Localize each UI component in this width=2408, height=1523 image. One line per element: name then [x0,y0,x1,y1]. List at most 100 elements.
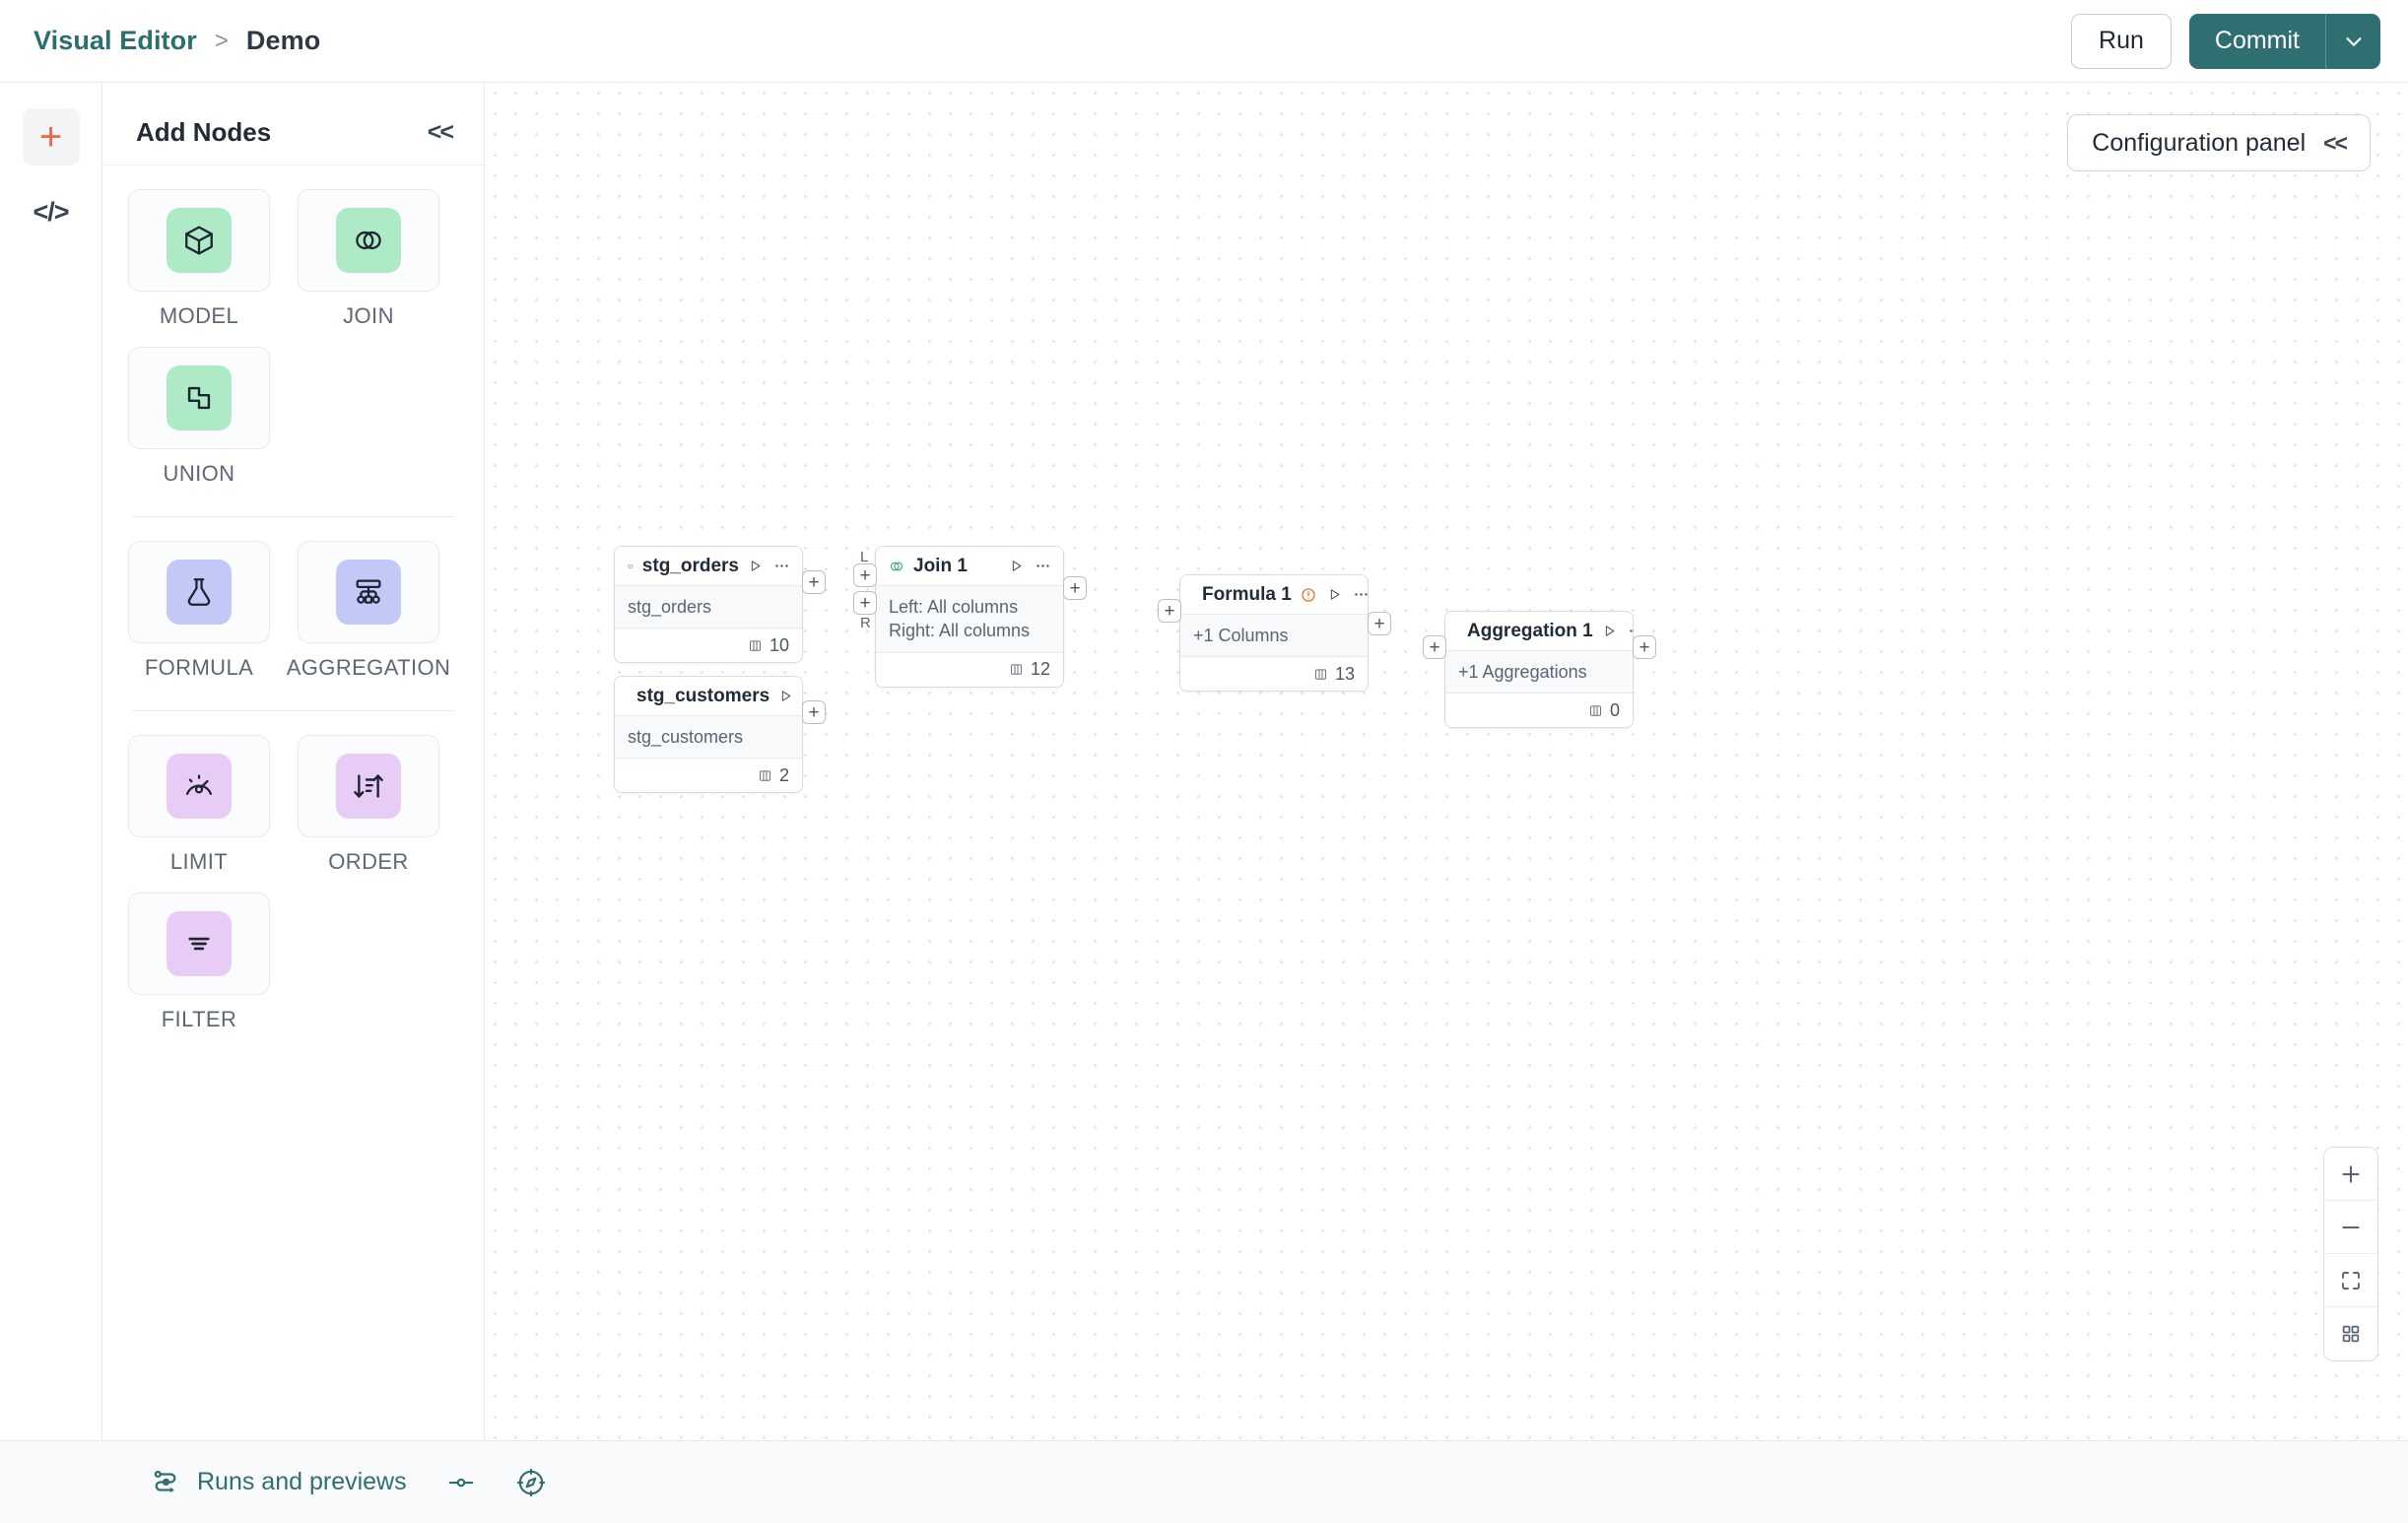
play-icon[interactable] [1602,624,1617,638]
fit-view-button[interactable] [2324,1254,2377,1307]
zoom-in-button[interactable] [2324,1148,2377,1201]
add-nodes-panel-body: MODEL JOIN [102,166,484,1050]
play-icon[interactable] [748,559,763,573]
node-body: Left: All columns Right: All columns [876,586,1063,653]
node-type-filter[interactable]: FILTER [128,893,270,1032]
more-options-icon[interactable] [1628,623,1634,639]
zoom-out-button[interactable] [2324,1201,2377,1254]
more-options-icon[interactable] [1035,558,1051,574]
node-body-line: Right: All columns [889,621,1031,641]
node-type-join[interactable]: JOIN [298,189,439,329]
formula-badge [167,560,232,625]
handle-formula-input[interactable]: + [1158,599,1181,623]
cube-icon [185,226,213,255]
node-body: stg_customers [615,716,802,760]
node-header: Aggregation 1 [1445,612,1633,651]
commit-button[interactable]: Commit [2188,13,2325,69]
top-bar-actions: Run Commit [2071,13,2380,69]
breadcrumb-root-link[interactable]: Visual Editor [33,26,197,55]
node-type-order[interactable]: ORDER [298,735,439,875]
handle-join-output[interactable]: + [1063,576,1087,600]
node-type-model[interactable]: MODEL [128,189,270,329]
grid-icon [2342,1325,2360,1343]
node-type-label: JOIN [343,303,394,328]
aggregation-badge [336,560,401,625]
node-header-actions [778,688,802,704]
panel-title: Add Nodes [136,117,272,147]
node-type-limit[interactable]: LIMIT [128,735,270,875]
flow-node-join-1[interactable]: Join 1 Left: All columns Right: All colu… [875,546,1064,688]
configuration-panel-button[interactable]: Configuration panel << [2067,114,2371,171]
limit-badge [167,754,232,819]
run-button[interactable]: Run [2071,13,2172,69]
configuration-panel-label: Configuration panel [2092,128,2307,157]
columns-icon [759,770,770,781]
columns-icon [749,640,761,651]
compass-button[interactable] [515,1467,547,1498]
node-type-union[interactable]: UNION [128,347,270,487]
fit-screen-icon [2342,1271,2360,1290]
node-header-actions [1301,586,1369,603]
filter-badge [167,911,232,976]
cube-icon [628,563,634,568]
flow-canvas[interactable]: Configuration panel << stg_orders [485,83,2408,1440]
node-body: +1 Aggregations [1445,651,1633,695]
handle-stg-orders-output[interactable]: + [802,570,826,594]
node-title: stg_customers [636,685,770,706]
node-column-count: 0 [1609,699,1620,720]
node-body: stg_orders [615,586,802,629]
node-tile [128,347,270,449]
code-icon: </> [33,196,69,227]
model-badge [167,208,232,273]
node-type-label: LIMIT [169,849,229,874]
toggle-grid-button[interactable] [2324,1307,2377,1360]
flow-node-aggregation-1[interactable]: Aggregation 1 +1 Aggregations 0 [1444,611,1634,729]
play-icon[interactable] [1009,559,1024,573]
node-header-actions [748,558,790,574]
node-header: Join 1 [876,547,1063,586]
more-options-icon[interactable] [1353,586,1369,603]
node-tile [128,735,270,837]
panel-divider-2 [132,710,454,711]
minus-icon [2342,1225,2360,1228]
handle-join-input-left[interactable]: + [853,563,877,587]
settings-slider-button[interactable] [446,1468,476,1497]
hierarchy-icon [356,579,381,604]
node-body-line: stg_orders [628,597,712,617]
flow-node-stg-orders[interactable]: stg_orders stg_orders 10 [614,546,803,664]
more-options-icon[interactable] [773,558,790,574]
node-column-count: 12 [1030,659,1050,680]
rail-code-view-button[interactable]: </> [23,183,80,240]
handle-formula-output[interactable]: + [1368,612,1391,635]
node-footer: 13 [1180,657,1368,692]
play-icon[interactable] [1327,587,1342,602]
panel-collapse-button[interactable]: << [427,118,454,146]
node-type-aggregation[interactable]: AGGREGATION [287,541,450,681]
node-type-label: AGGREGATION [286,655,451,680]
node-type-formula[interactable]: FORMULA [128,541,270,681]
plus-icon: + [38,115,63,159]
node-footer: 2 [615,759,802,793]
handle-join-input-right[interactable]: + [853,591,877,615]
columns-icon [1314,669,1326,680]
columns-icon [1010,664,1022,675]
rail-add-node-button[interactable]: + [22,108,80,166]
handle-aggregation-input[interactable]: + [1423,635,1446,659]
handle-aggregation-output[interactable]: + [1633,635,1656,659]
node-header-actions [1009,558,1051,574]
flow-node-stg-customers[interactable]: stg_customers stg_customers 2 [614,676,803,794]
node-title: stg_orders [641,555,739,576]
node-body-line: stg_customers [628,727,744,747]
alert-circle-icon [1302,587,1315,602]
node-footer: 10 [615,629,802,663]
add-nodes-panel-header: Add Nodes << [102,100,484,166]
filter-lines-icon [188,937,210,951]
runs-and-previews-button[interactable]: Runs and previews [150,1467,407,1498]
play-icon[interactable] [778,689,793,703]
runs-and-previews-label: Runs and previews [197,1468,407,1495]
handle-stg-customers-output[interactable]: + [802,700,826,724]
node-header-actions [1602,623,1634,639]
commit-dropdown-button[interactable] [2325,13,2380,69]
flow-node-formula-1[interactable]: Formula 1 +1 Columns 13 [1179,574,1369,693]
node-group-refine: LIMIT ORDER [128,735,458,1050]
